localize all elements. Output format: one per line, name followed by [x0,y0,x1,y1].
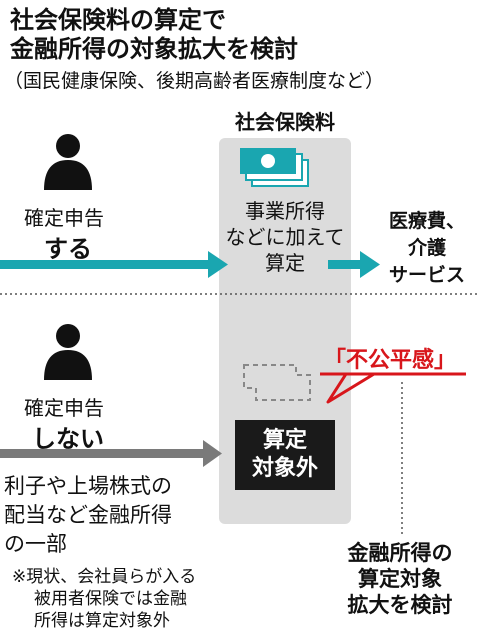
teal-arrow-left [0,251,228,278]
tax-return-label-top: 確定申告 [24,206,104,230]
person-icon [44,324,92,380]
tax-return-no: しない [32,425,104,453]
gray-arrow [0,440,222,467]
teal-arrow-right [328,251,380,278]
money-bills-icon [240,148,309,187]
conclusion-text: 金融所得の 算定対象 拡大を検討 [347,541,453,617]
unfairness-label: 「不公平感」 [324,348,457,373]
tax-return-yes: する [44,235,92,263]
subtitle: （国民健康保険、後期高齢者医療制度など） [4,70,385,92]
excluded-box: 算定 対象外 [235,420,335,490]
tax-return-label-bottom: 確定申告 [24,396,104,420]
unfairness-callout [320,372,466,404]
column-title: 社会保険料 [235,110,335,134]
person-icon [44,134,92,190]
center-text-top: 事業所得 などに加えて 算定 [225,199,345,275]
title-line-2: 金融所得の対象拡大を検討 [10,35,298,63]
note: ※現状、会社員らが入る 被用者保険では金融 所得は算定対象外 [12,567,197,631]
dashed-money-icon [243,364,311,401]
benefits-text: 医療費、 介護 サービス [388,210,465,286]
financial-income-text: 利子や上場株式の 配当など金融所得 の一部 [4,474,172,556]
title-line-1: 社会保険料の算定で [10,6,226,34]
